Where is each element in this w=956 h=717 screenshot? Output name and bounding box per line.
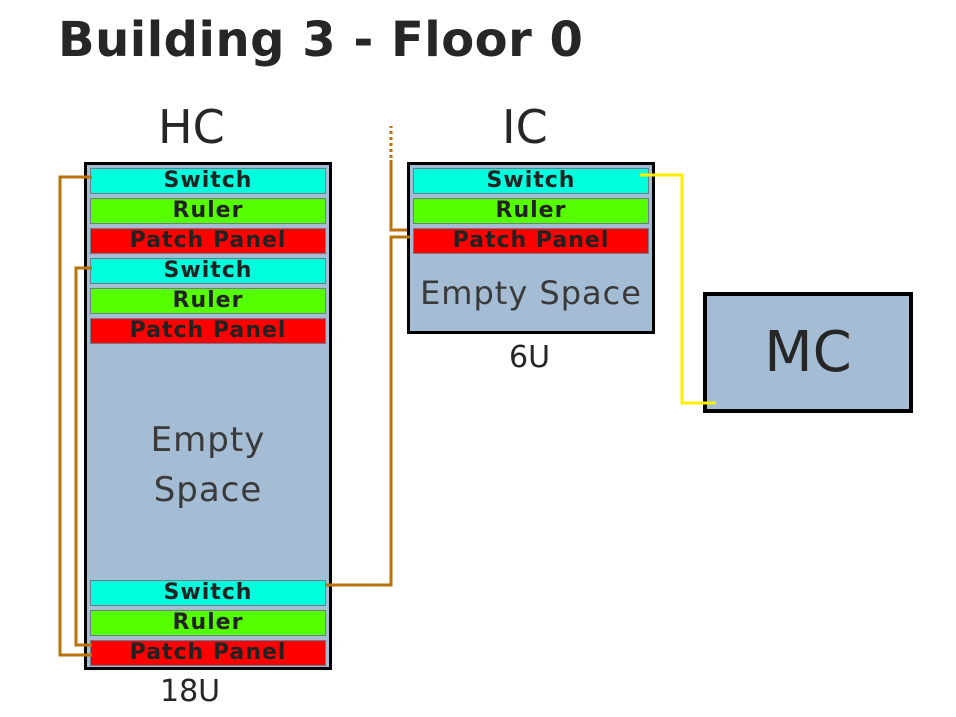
hc-ruler-3[interactable]: Ruler (90, 610, 326, 636)
hc-patch-panel-2[interactable]: Patch Panel (90, 318, 326, 344)
hc-patch-panel-1[interactable]: Patch Panel (90, 228, 326, 254)
hc-switch-3[interactable]: Switch (90, 580, 326, 606)
hc-units: 18U (160, 674, 221, 709)
hc-ruler-1[interactable]: Ruler (90, 198, 326, 224)
ic-label: IC (502, 100, 548, 154)
hc-empty-space-line2: Space (153, 470, 263, 510)
ic-patch-panel[interactable]: Patch Panel (413, 228, 649, 254)
hc-patch-panel-3[interactable]: Patch Panel (90, 640, 326, 666)
mc-box[interactable]: MC (703, 292, 913, 413)
ic-units: 6U (509, 340, 551, 375)
page-title: Building 3 - Floor 0 (58, 12, 584, 68)
hc-label: HC (158, 100, 225, 154)
hc-switch-2[interactable]: Switch (90, 258, 326, 284)
hc-ic-cable (326, 235, 410, 587)
ic-uplink-cable (389, 160, 407, 232)
ic-switch[interactable]: Switch (413, 168, 649, 194)
hc-switch-1[interactable]: Switch (90, 168, 326, 194)
ic-rack[interactable]: Switch Ruler Patch Panel Empty Space (407, 162, 655, 334)
hc-rack[interactable]: Switch Ruler Patch Panel Switch Ruler Pa… (84, 162, 332, 670)
hc-empty-space-line1: Empty (150, 420, 266, 460)
hc-ruler-2[interactable]: Ruler (90, 288, 326, 314)
ic-ruler[interactable]: Ruler (413, 198, 649, 224)
ic-empty-space: Empty Space (420, 274, 642, 312)
